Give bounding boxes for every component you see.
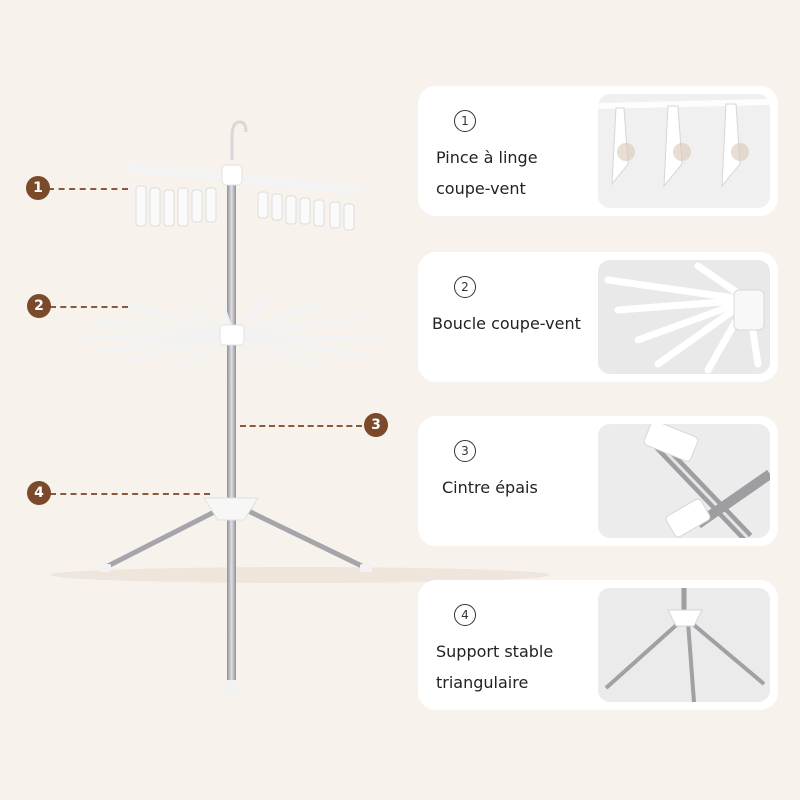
feature-card-2: 2 Boucle coupe-vent <box>418 252 778 382</box>
tripod-hub <box>203 497 259 521</box>
feature-label: Cintre épais <box>442 478 538 497</box>
leg-cap-right <box>360 564 372 572</box>
feature-label: Boucle coupe-vent <box>432 314 581 333</box>
clothespins <box>135 185 355 231</box>
leader-line-2 <box>50 306 128 308</box>
marker-1: 1 <box>26 176 50 200</box>
leg-cap-center <box>225 680 238 698</box>
hanging-arms-closeup-icon <box>598 260 770 374</box>
marker-4: 4 <box>27 481 51 505</box>
feature-card-1: 1 Pince à linge coupe-vent <box>418 86 778 216</box>
leg-cap-left <box>99 564 111 572</box>
floor-shadow <box>50 567 550 583</box>
leader-line-1 <box>48 188 128 190</box>
clip-arm-left <box>125 163 237 183</box>
marker-2: 2 <box>27 294 51 318</box>
middle-hub <box>219 324 245 346</box>
feature-number: 1 <box>454 110 476 132</box>
feature-number: 2 <box>454 276 476 298</box>
feature-label: Pince à linge coupe-vent <box>436 148 538 198</box>
tripod-leg-right <box>234 502 368 571</box>
leader-line-3 <box>240 425 362 427</box>
tripod-base-closeup-icon <box>598 588 770 702</box>
hook-icon <box>230 120 248 160</box>
feature-label: Support stable triangulaire <box>436 642 554 692</box>
feature-card-4: 4 Support stable triangulaire <box>418 580 778 710</box>
steel-pole-closeup-icon <box>598 424 770 538</box>
marker-3: 3 <box>364 413 388 437</box>
clip-arm-right <box>227 173 363 195</box>
feature-card-3: 3 Cintre épais <box>418 416 778 546</box>
umbrella-arms <box>79 295 388 375</box>
tripod-leg-left <box>102 502 230 571</box>
center-pole <box>227 170 236 690</box>
top-hub <box>221 164 243 186</box>
feature-number: 3 <box>454 440 476 462</box>
clothespin-closeup-icon <box>598 94 770 208</box>
feature-number: 4 <box>454 604 476 626</box>
leader-line-4 <box>50 493 210 495</box>
